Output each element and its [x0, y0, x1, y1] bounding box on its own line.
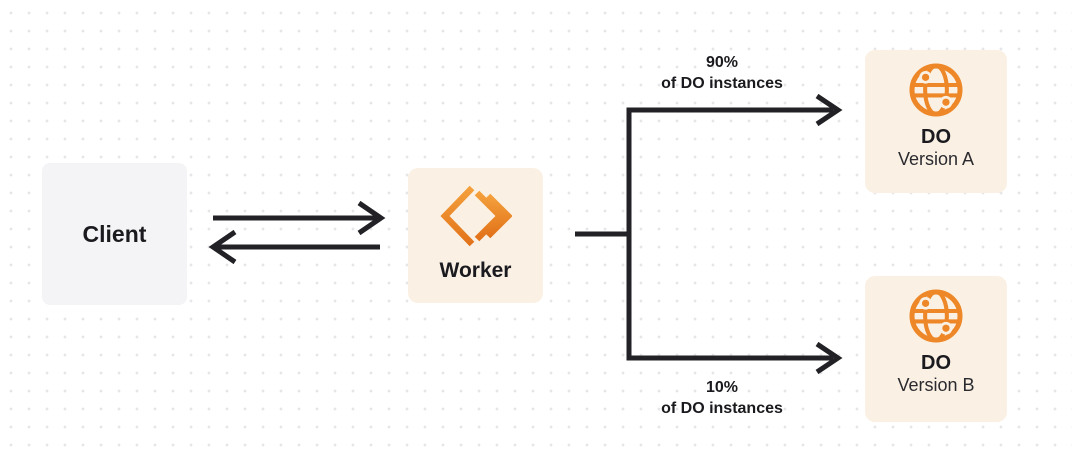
- branch-caption-90: of DO instances: [661, 75, 783, 92]
- branch-percent-10: 10%: [705, 379, 739, 396]
- client-label: Client: [82, 220, 147, 247]
- client-node: Client: [42, 163, 187, 305]
- branch-percent-90: 90%: [705, 54, 739, 71]
- branch-bracket: [626, 107, 833, 361]
- arrowhead-do-a: [815, 93, 843, 127]
- do-b-subtitle: Version B: [897, 375, 975, 395]
- arrowhead-do-b: [815, 341, 843, 375]
- globe-icon: [909, 289, 963, 343]
- do-a-subtitle: Version A: [897, 149, 975, 169]
- branch-label-90: 90% of DO instances: [602, 52, 842, 94]
- client-to-worker-arrow: [213, 200, 386, 236]
- worker-node: Worker: [408, 168, 543, 303]
- do-version-b-node: DO Version B: [865, 276, 1007, 422]
- worker-label: Worker: [439, 259, 512, 282]
- do-b-title: DO: [921, 352, 951, 374]
- worker-to-client-arrow: [208, 229, 380, 265]
- branch-caption-10: of DO instances: [661, 400, 783, 417]
- do-version-a-node: DO Version A: [865, 50, 1007, 193]
- workers-chevrons-icon: [439, 185, 512, 247]
- globe-icon: [909, 63, 963, 117]
- branch-label-10: 10% of DO instances: [602, 377, 842, 419]
- do-a-title: DO: [921, 126, 951, 148]
